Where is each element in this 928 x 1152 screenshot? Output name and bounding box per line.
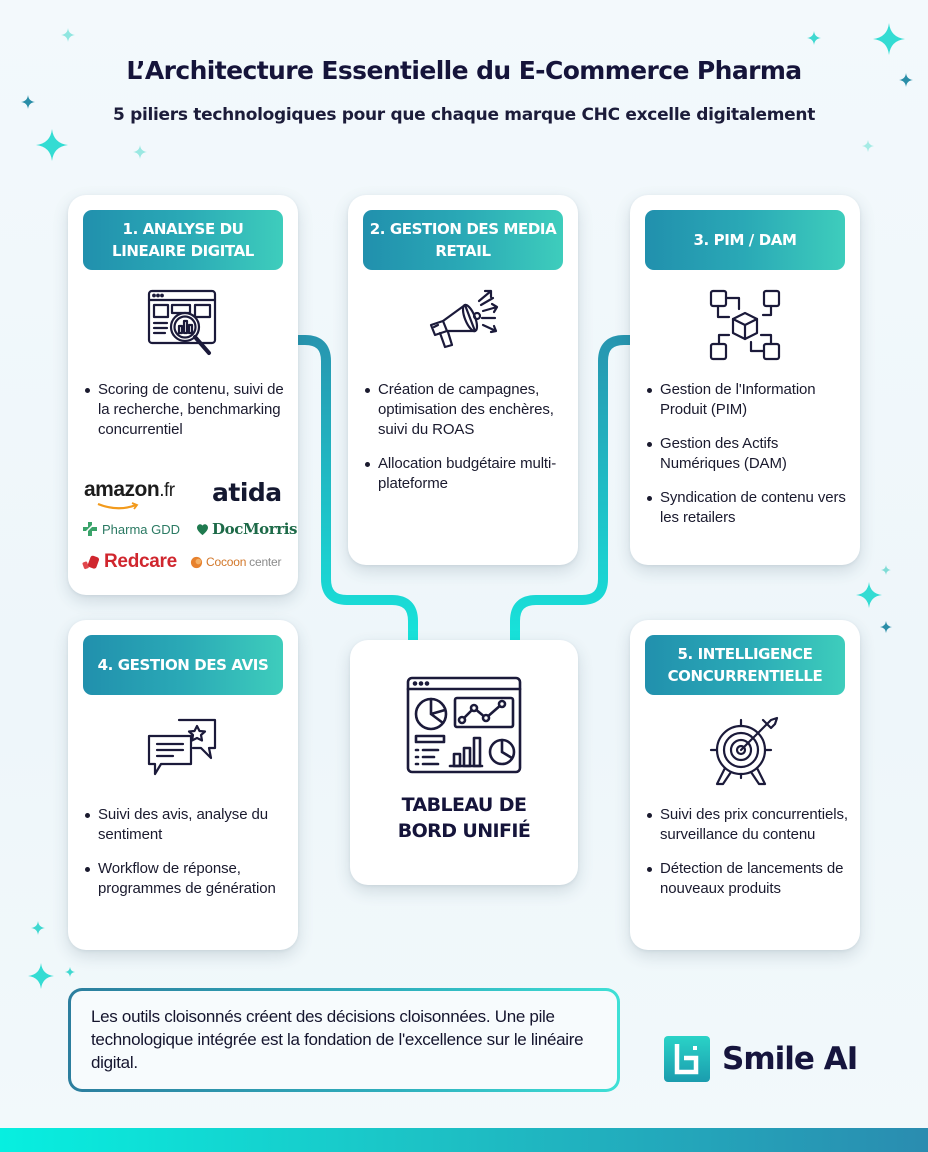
sparkle-decoration (899, 72, 913, 88)
pillar-card-intelligence: 5. INTELLIGENCE CONCURRENTIELLE Suivi de… (630, 620, 860, 950)
pharmagdd-logo: Pharma GDD (82, 521, 180, 537)
pillar-card-avis: 4. GESTION DES AVIS Suivi des avis, anal… (68, 620, 298, 950)
bullet-item: Suivi des avis, analyse du sentiment (84, 805, 288, 845)
dashboard-icon (404, 676, 524, 774)
atida-logo: atida (212, 478, 282, 507)
sparkle-decoration (880, 620, 892, 634)
pillar-header: 4. GESTION DES AVIS (83, 635, 283, 695)
chat-star-review-icon (145, 712, 221, 788)
page-title: L’Architecture Essentielle du E-Commerce… (126, 56, 802, 85)
megaphone-icon (425, 287, 501, 363)
sparkle-decoration (807, 30, 821, 46)
bullet-item: Syndication de contenu vers les retailer… (646, 488, 850, 528)
bullet-item: Workflow de réponse, programmes de génér… (84, 859, 288, 899)
retailer-logos: amazon.fr atida Pharma GDD DocMorris Red… (82, 478, 298, 578)
pillar-card-media-retail: 2. GESTION DES MEDIA RETAIL Création de … (348, 195, 578, 565)
sparkle-decoration (65, 967, 75, 977)
target-arrow-icon (707, 712, 783, 788)
page-subtitle: 5 piliers technologiques pour que chaque… (112, 105, 816, 125)
cube-network-icon (707, 287, 783, 363)
pillar-bullets: Suivi des avis, analyse du sentiment Wor… (84, 805, 288, 913)
pillar-header: 1. ANALYSE DU LINEAIRE DIGITAL (83, 210, 283, 270)
bullet-item: Gestion de l'Information Produit (PIM) (646, 380, 850, 420)
pillar-card-pim-dam: 3. PIM / DAM Gestion de l'Information Pr… (630, 195, 860, 565)
smile-ai-logo-icon (664, 1036, 710, 1082)
sparkle-decoration (28, 962, 54, 990)
footer-gradient-bar (0, 1128, 928, 1152)
bullet-item: Gestion des Actifs Numériques (DAM) (646, 434, 850, 474)
bullet-item: Suivi des prix concurrentiels, surveilla… (646, 805, 850, 845)
smile-ai-brand: Smile AI (664, 1036, 858, 1082)
callout-text: Les outils cloisonnés créent des décisio… (71, 991, 617, 1089)
sparkle-decoration (133, 144, 147, 160)
web-search-analytics-icon (145, 287, 221, 363)
pillar-header: 2. GESTION DES MEDIA RETAIL (363, 210, 563, 270)
bullet-item: Allocation budgétaire multi-plateforme (364, 454, 568, 494)
bullet-item: Création de campagnes, optimisation des … (364, 380, 568, 440)
pillar-bullets: Création de campagnes, optimisation des … (364, 380, 568, 508)
sparkle-decoration (873, 22, 905, 56)
sparkle-decoration (862, 138, 874, 154)
sparkle-decoration (31, 921, 45, 935)
pillar-header: 5. INTELLIGENCE CONCURRENTIELLE (645, 635, 845, 695)
bullet-item: Détection de lancements de nouveaux prod… (646, 859, 850, 899)
docmorris-logo: DocMorris (196, 520, 298, 538)
amazon-logo: amazon.fr (84, 478, 175, 510)
pillar-bullets: Suivi des prix concurrentiels, surveilla… (646, 805, 850, 913)
redcare-logo: Redcare (82, 551, 177, 573)
conclusion-callout: Les outils cloisonnés créent des décisio… (68, 988, 620, 1092)
pillar-bullets: Scoring de contenu, suivi de la recherch… (84, 380, 288, 454)
sparkle-decoration (21, 95, 35, 109)
center-title: TABLEAU DE BORD UNIFIÉ (397, 794, 531, 842)
sparkle-decoration (856, 582, 882, 608)
pillar-card-analyse: 1. ANALYSE DU LINEAIRE DIGITAL Scoring d… (68, 195, 298, 595)
pillar-header: 3. PIM / DAM (645, 210, 845, 270)
unified-dashboard-card: TABLEAU DE BORD UNIFIÉ (350, 640, 578, 885)
sparkle-decoration (881, 565, 891, 575)
sparkle-decoration (61, 28, 75, 42)
sparkle-decoration (36, 128, 68, 162)
pillar-bullets: Gestion de l'Information Produit (PIM) G… (646, 380, 850, 542)
bullet-item: Scoring de contenu, suivi de la recherch… (84, 380, 288, 440)
brand-name: Smile AI (722, 1041, 858, 1077)
